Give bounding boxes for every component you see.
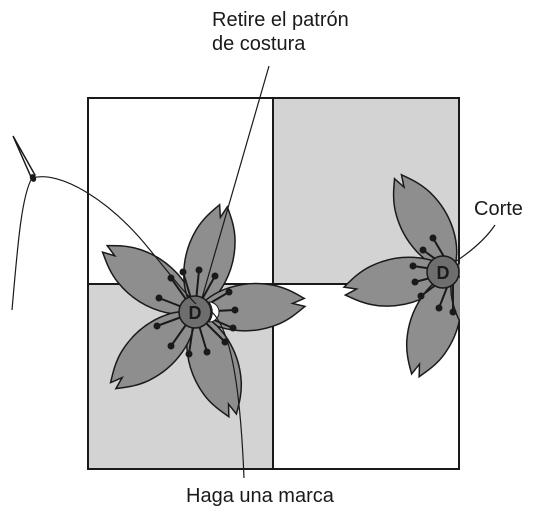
label-make-mark: Haga una marca [186,485,334,507]
flower-left-center [178,295,212,329]
flower-left: D [90,198,308,425]
flower-right-stamen-tips [409,234,457,316]
leader-cut [454,224,496,263]
flower-right-center [426,255,460,289]
needle-icon [12,135,37,182]
leader-make-mark [211,311,245,479]
leader-remove-pattern [201,65,270,299]
flower-left-stamen-tips [153,266,239,358]
thread-icon [11,176,197,311]
label-cut: Corte [474,198,523,220]
flower-right: D [339,164,460,385]
flower-right-clipped: D [339,164,460,385]
label-remove-pattern-line2: de costura [212,33,306,55]
flower-right-marker: D [437,263,450,283]
label-remove-pattern-line1: Retire el patrón [212,9,349,31]
flower-left-marker: D [189,303,202,323]
label-remove-pattern: Retire el patrón de costura [212,8,349,56]
